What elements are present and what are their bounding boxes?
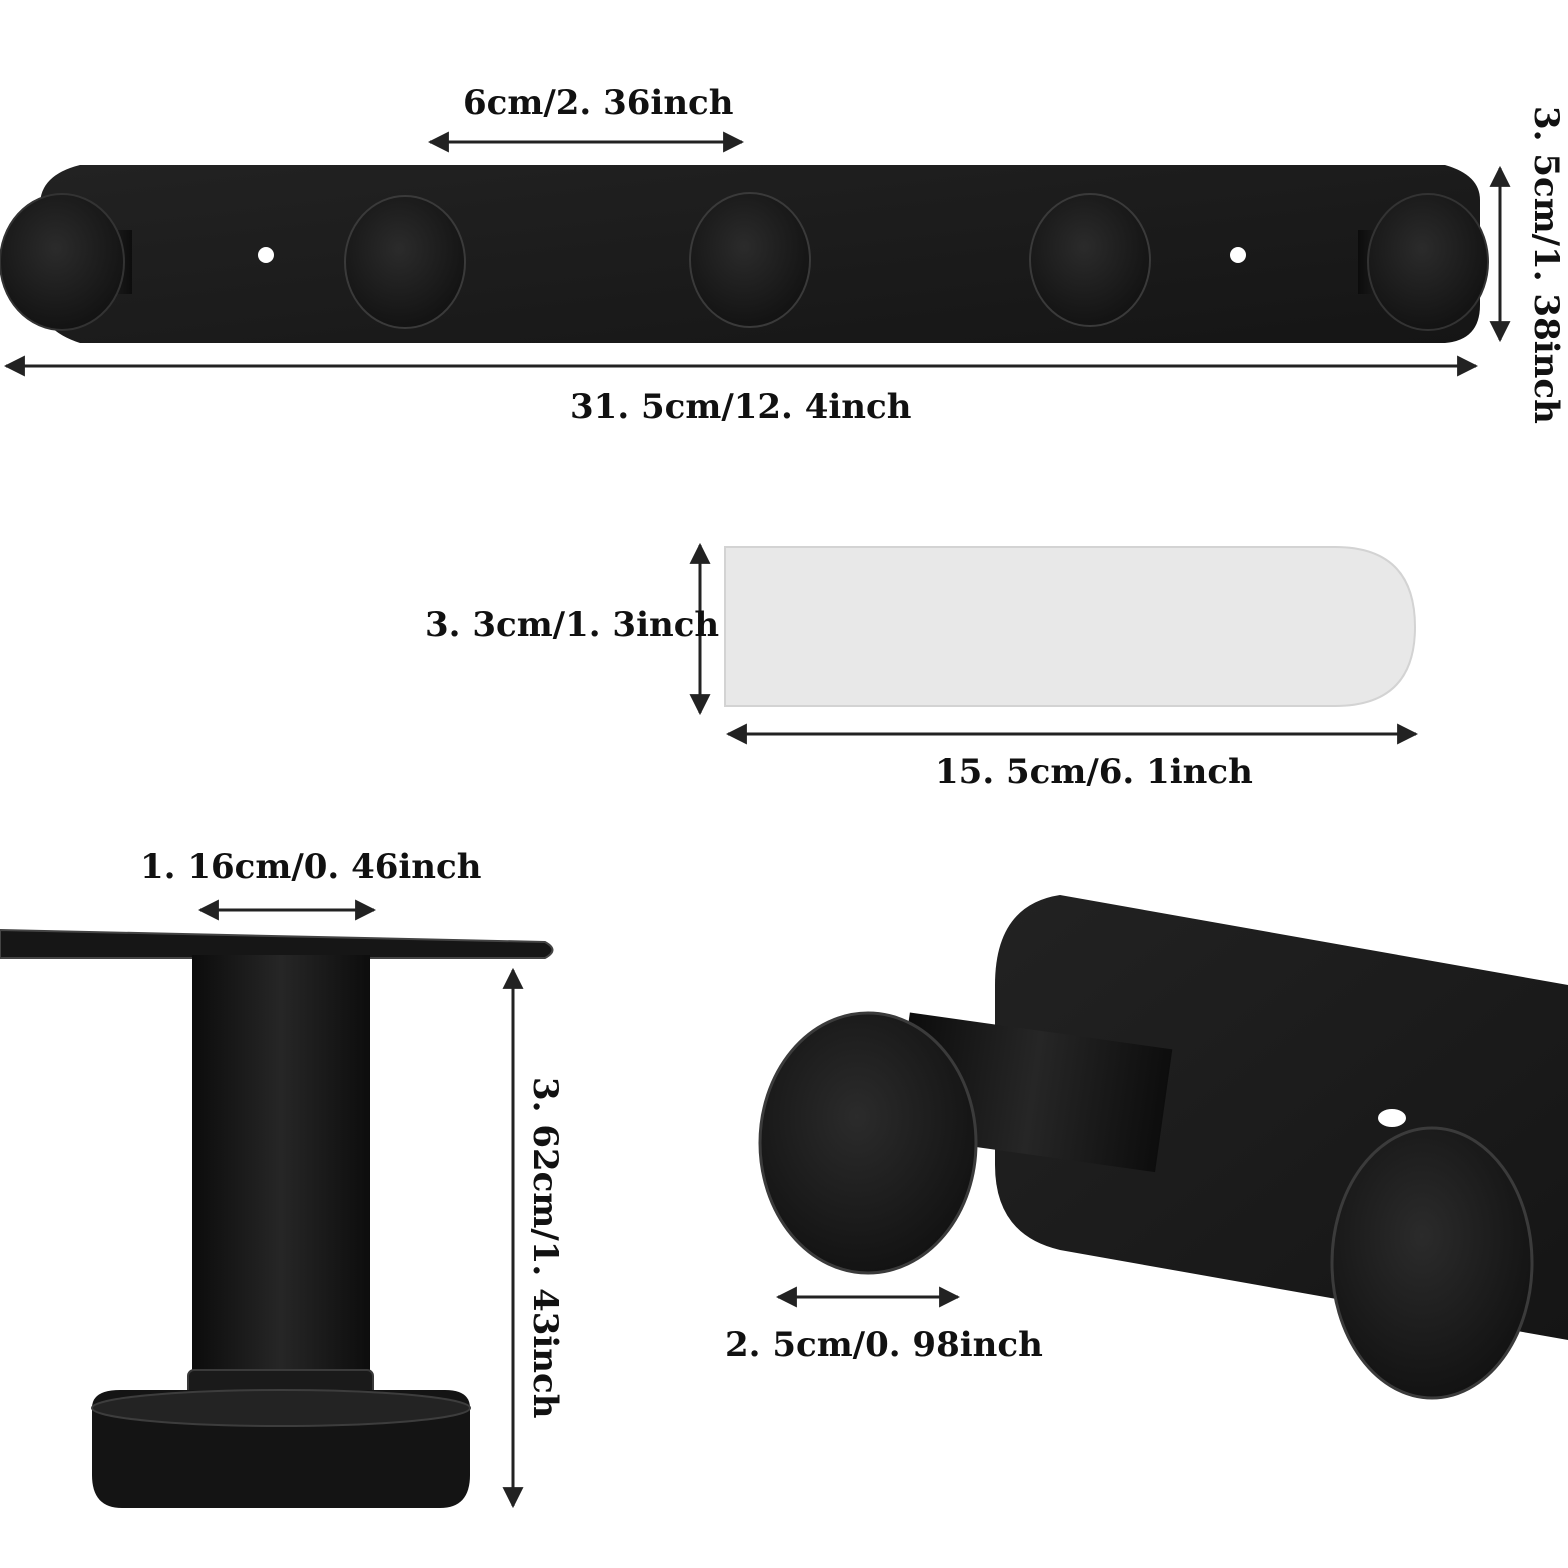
knob-diameter-label: 2. 5cm/0. 98inch (725, 1325, 1043, 1365)
tape-height-label: 3. 3cm/1. 3inch (425, 605, 720, 645)
rail-knob (0, 193, 132, 331)
mounting-hole-left (258, 247, 274, 263)
closeup-knob-right (1330, 1126, 1534, 1400)
rail-height-label: 3. 5cm/1. 38inch (1526, 106, 1566, 424)
mounting-hole-right (1230, 247, 1246, 263)
rail-knob (1358, 193, 1489, 331)
adhesive-tape (724, 546, 1417, 707)
hook-rail (0, 165, 1489, 343)
side-knob-top (0, 928, 554, 959)
total-length-label: 31. 5cm/12. 4inch (570, 387, 912, 427)
hook-side-view (0, 928, 554, 1508)
side-base-top (91, 1389, 471, 1427)
stem-width-label: 1. 16cm/0. 46inch (140, 847, 482, 887)
spacing-label: 6cm/2. 36inch (463, 83, 734, 123)
hook-depth-label: 3. 62cm/1. 43inch (525, 1077, 565, 1419)
closeup-knob-left (758, 1011, 978, 1275)
rail-knob (344, 195, 466, 329)
rail-knob (1029, 193, 1151, 327)
closeup-hole (1378, 1109, 1406, 1127)
rail-knob (689, 192, 811, 328)
tape-length-label: 15. 5cm/6. 1inch (935, 752, 1253, 792)
side-stem (192, 955, 370, 1395)
hook-closeup (758, 895, 1568, 1400)
